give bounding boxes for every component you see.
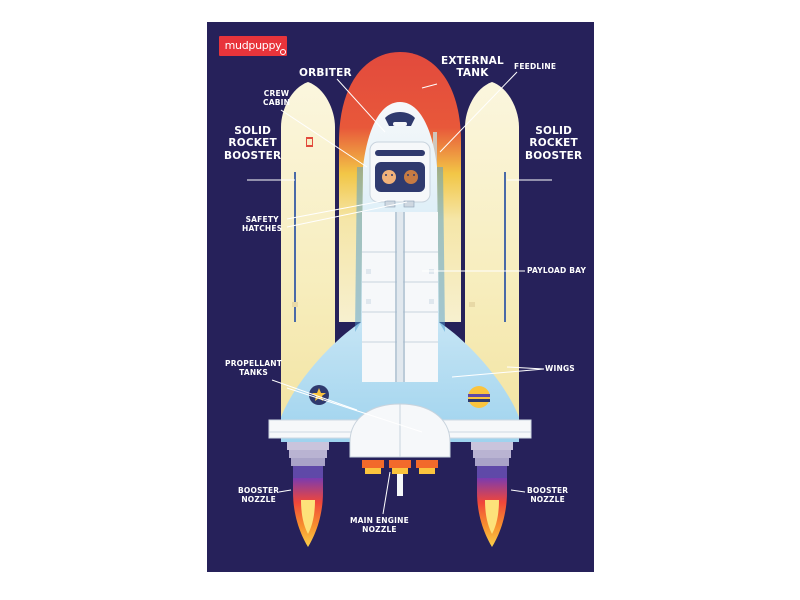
label-booster-nozzle-right: BOOSTER NOZZLE: [527, 486, 569, 504]
left-solid-rocket-booster: [281, 82, 335, 432]
propellant-tanks: [349, 403, 451, 458]
left-booster-nozzle: [287, 442, 329, 547]
poster: mudpuppy: [207, 22, 594, 572]
label-solid-rocket-booster-left: SOLID ROCKET BOOSTER: [224, 125, 282, 162]
orbiter: [268, 102, 532, 442]
brand-logo-text: mudpuppy: [224, 39, 282, 52]
label-safety-hatches: SAFETY HATCHES: [242, 215, 283, 233]
main-engine-nozzle: [362, 460, 438, 496]
right-booster-nozzle: [471, 442, 513, 547]
label-propellant-tanks: PROPELLANT TANKS: [225, 359, 283, 377]
label-payload-bay: PAYLOAD BAY: [527, 266, 587, 275]
label-feedline: FEEDLINE: [514, 62, 557, 71]
label-main-engine-nozzle: MAIN ENGINE NOZZLE: [350, 516, 409, 534]
label-solid-rocket-booster-right: SOLID ROCKET BOOSTER: [525, 125, 583, 162]
label-external-tank: EXTERNAL TANK: [441, 55, 504, 80]
space-shuttle-illustration: [247, 52, 552, 547]
label-orbiter: ORBITER: [299, 67, 352, 79]
trademark-icon: [280, 49, 286, 55]
label-wings: WINGS: [545, 364, 575, 373]
label-crew-cabin: CREW CABIN: [263, 89, 291, 107]
label-booster-nozzle-left: BOOSTER NOZZLE: [238, 486, 280, 504]
right-solid-rocket-booster: [465, 82, 519, 432]
leader-lines: [247, 71, 552, 515]
brand-logo: mudpuppy: [219, 36, 287, 56]
